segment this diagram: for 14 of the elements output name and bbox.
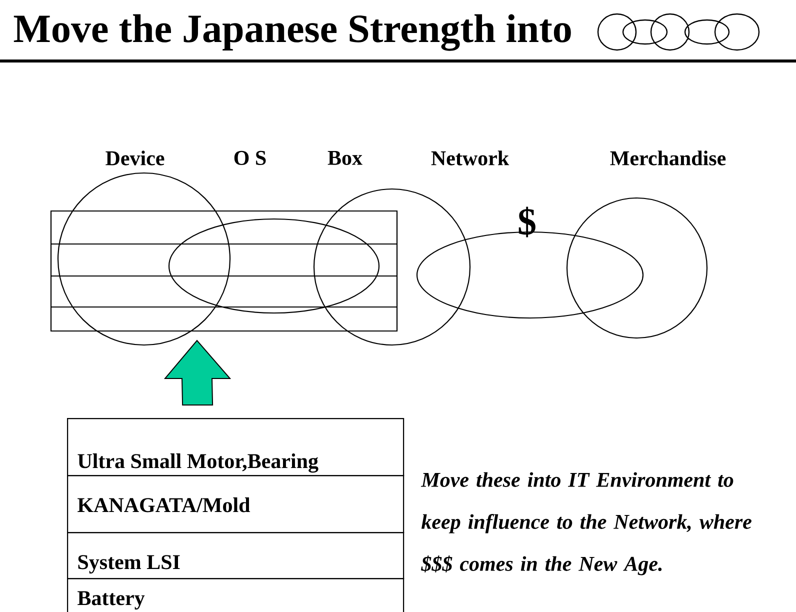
- note-text: Move these into IT Environment to keep influence to the Network, where $$$ comes in the New Age.: [420, 472, 752, 576]
- title: Move the Japanese Strength into: [14, 14, 571, 51]
- column-label: Merchandise: [610, 150, 726, 166]
- list-cell: Ultra Small Motor,Bearing: [67, 418, 404, 476]
- list-cell: System LSI: [67, 532, 404, 580]
- column-label: Box: [328, 151, 362, 165]
- list-cell: Battery: [67, 578, 404, 612]
- column-label: Network: [431, 150, 510, 166]
- column-label: O S: [234, 150, 266, 166]
- layer-stack: [50, 210, 398, 332]
- column-label: Device: [106, 150, 164, 166]
- list-cell: KANAGATA/Mold: [67, 475, 404, 534]
- block-arrow: [164, 340, 232, 406]
- dollar-sign: $: [518, 206, 536, 238]
